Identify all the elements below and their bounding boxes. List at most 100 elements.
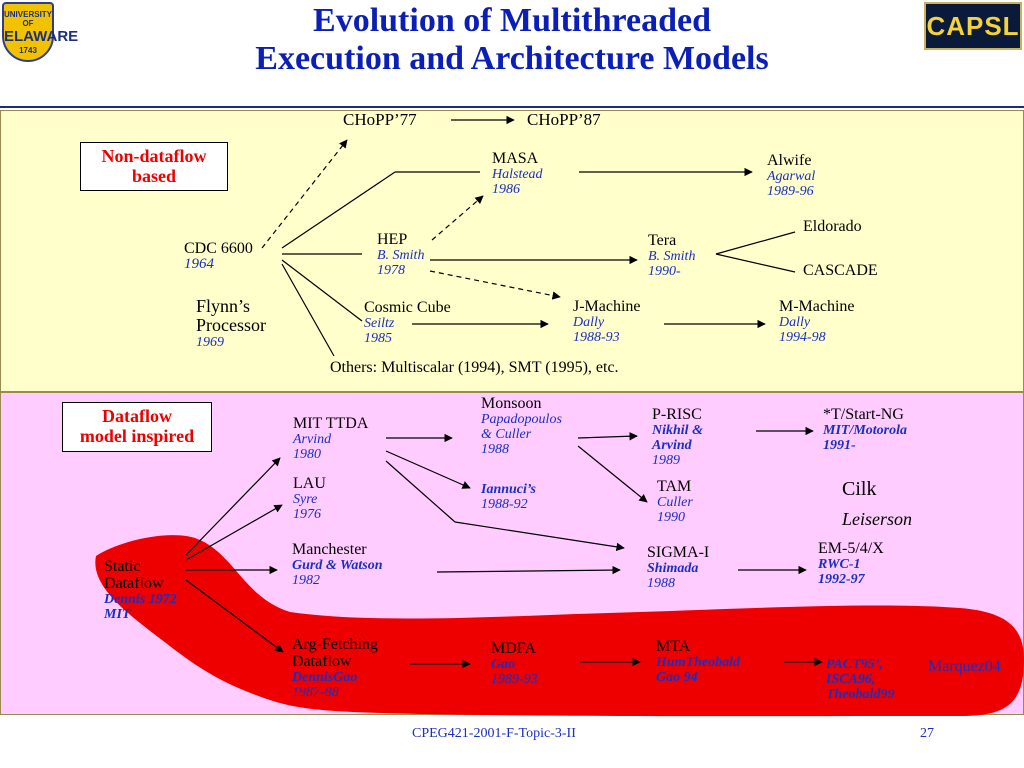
category-line-2: model inspired <box>79 426 195 446</box>
node-author: Halstead <box>492 167 543 182</box>
node-year: 1994-98 <box>779 330 826 345</box>
node-chopp87: CHoPP’87 <box>527 110 601 129</box>
node-year: 1988-93 <box>573 330 620 345</box>
node-tam: TAM Culler 1990 <box>657 478 693 525</box>
node-name-line-2: Dataflow <box>292 653 352 670</box>
footer-course-id: CPEG421-2001-F-Topic-3-II <box>412 726 576 741</box>
category-line-1: Dataflow <box>102 406 172 426</box>
node-p-risc: P-RISC Nikhil & Arvind 1989 <box>652 406 703 468</box>
node-year: 1991- <box>823 438 856 453</box>
node-name: SIGMA-I <box>647 544 710 561</box>
node-year: Gao 94 <box>656 670 698 685</box>
node-author: B. Smith <box>377 248 425 263</box>
node-flynn: Flynn’s Processor 1969 <box>196 297 266 351</box>
node-year: 1986 <box>492 182 520 197</box>
reference-line-2: ISCA96, <box>826 672 876 687</box>
node-year: 1992-97 <box>818 572 865 587</box>
node-author: RWC-1 <box>818 557 861 572</box>
node-name-line-1: Static <box>104 558 141 575</box>
node-t-start-ng: *T/Start-NG MIT/Motorola 1991- <box>823 406 907 453</box>
node-author: DennisGao <box>292 670 358 685</box>
node-mdfa: MDFA Gao 1989-93 <box>491 640 538 687</box>
node-name-line-1: Arg-Fetching <box>292 636 378 653</box>
category-dataflow: Dataflow model inspired <box>62 402 212 452</box>
node-name: MTA <box>656 638 691 655</box>
node-year: 1964 <box>184 256 214 272</box>
node-em-5-4-x: EM-5/4/X RWC-1 1992-97 <box>818 540 884 587</box>
node-author: Arvind <box>293 432 332 447</box>
node-author-1: Papadopoulos <box>481 412 562 427</box>
node-author: HumTheobald <box>656 655 741 670</box>
node-lau: LAU Syre 1976 <box>293 475 326 522</box>
node-year: 1989 <box>652 453 680 468</box>
node-year: 1969 <box>196 335 224 350</box>
node-year: 1988-92 <box>481 497 528 512</box>
node-name: MDFA <box>491 640 537 657</box>
node-author: Seiltz <box>364 316 395 331</box>
node-arg-fetching: Arg-Fetching Dataflow DennisGao 1987-88 <box>292 636 378 700</box>
node-author-1: Nikhil & <box>652 423 703 438</box>
node-year: 1980 <box>293 447 321 462</box>
node-pact-isca: PACT95’, ISCA96, Theobald99 <box>826 657 894 702</box>
node-author-2: & Culler <box>481 427 532 442</box>
node-manchester: Manchester Gurd & Watson 1982 <box>292 541 383 588</box>
node-cilk: Cilk Leiserson <box>842 478 912 529</box>
node-author: B. Smith <box>648 249 696 264</box>
node-name: Cilk <box>842 478 877 500</box>
node-name-line-2: Dataflow <box>104 575 164 592</box>
title-line-2: Execution and Architecture Models <box>255 40 769 77</box>
node-year: 1989-96 <box>767 184 814 199</box>
node-name: MIT TTDA <box>293 415 369 432</box>
node-m-machine: M-Machine Dally 1994-98 <box>779 298 855 345</box>
node-name: M-Machine <box>779 298 855 315</box>
node-year: 1990 <box>657 510 685 525</box>
node-year: 1985 <box>364 331 392 346</box>
others-note: Others: Multiscalar (1994), SMT (1995), … <box>330 359 619 376</box>
capsl-logo: CAPSL <box>924 2 1022 50</box>
red-highlight-region <box>95 535 1024 717</box>
node-mit-ttda: MIT TTDA Arvind 1980 <box>293 415 368 462</box>
node-year: 1988 <box>481 442 509 457</box>
node-name: Manchester <box>292 541 367 558</box>
node-author: Gurd & Watson <box>292 558 383 573</box>
node-author: Dally <box>573 315 605 330</box>
node-year: 1990- <box>648 264 681 279</box>
node-mta: MTA HumTheobald Gao 94 <box>656 638 740 685</box>
node-marquez: Marquez04 <box>928 658 1001 675</box>
node-author-2: Arvind <box>652 438 692 453</box>
node-monsoon: Monsoon Papadopoulos & Culler 1988 <box>481 395 562 457</box>
node-year: 1982 <box>292 573 320 588</box>
node-alwife: Alwife Agarwal 1989-96 <box>767 152 815 199</box>
node-name: Cosmic Cube <box>364 299 451 316</box>
node-name: TAM <box>657 478 692 495</box>
node-author: Culler <box>657 495 693 510</box>
node-author: MIT/Motorola <box>823 423 908 438</box>
node-name: Monsoon <box>481 395 542 412</box>
node-sigma-i: SIGMA-I Shimada 1988 <box>647 544 709 591</box>
node-year: 1976 <box>293 507 321 522</box>
reference-line-1: PACT95’, <box>826 657 883 672</box>
category-line-2: based <box>131 166 176 186</box>
logo-text-year: 1743 <box>19 46 37 55</box>
node-cascade: CASCADE <box>803 262 878 279</box>
node-author: Syre <box>293 492 318 507</box>
node-year: 1988 <box>647 576 675 591</box>
node-name: Tera <box>648 232 677 249</box>
node-author: Iannuci’s <box>481 482 536 497</box>
node-author: Gao <box>491 657 516 672</box>
node-author: Agarwal <box>767 169 816 184</box>
node-tera: Tera B. Smith 1990- <box>648 232 695 279</box>
node-org: MIT <box>104 607 131 622</box>
node-name: HEP <box>377 231 408 248</box>
node-name: MASA <box>492 150 539 167</box>
node-year: 1987-88 <box>292 685 339 700</box>
category-line-1: Non-dataflow <box>101 146 207 166</box>
node-name: P-RISC <box>652 406 702 423</box>
node-name-line-2: Processor <box>196 315 266 335</box>
node-cosmic-cube: Cosmic Cube Seiltz 1985 <box>364 299 451 346</box>
header-divider <box>0 106 1024 108</box>
node-author: Shimada <box>647 561 699 576</box>
node-iannuci: Iannuci’s 1988-92 <box>481 482 536 512</box>
node-static-dataflow: Static Dataflow Dennis 1972 MIT <box>104 558 177 622</box>
